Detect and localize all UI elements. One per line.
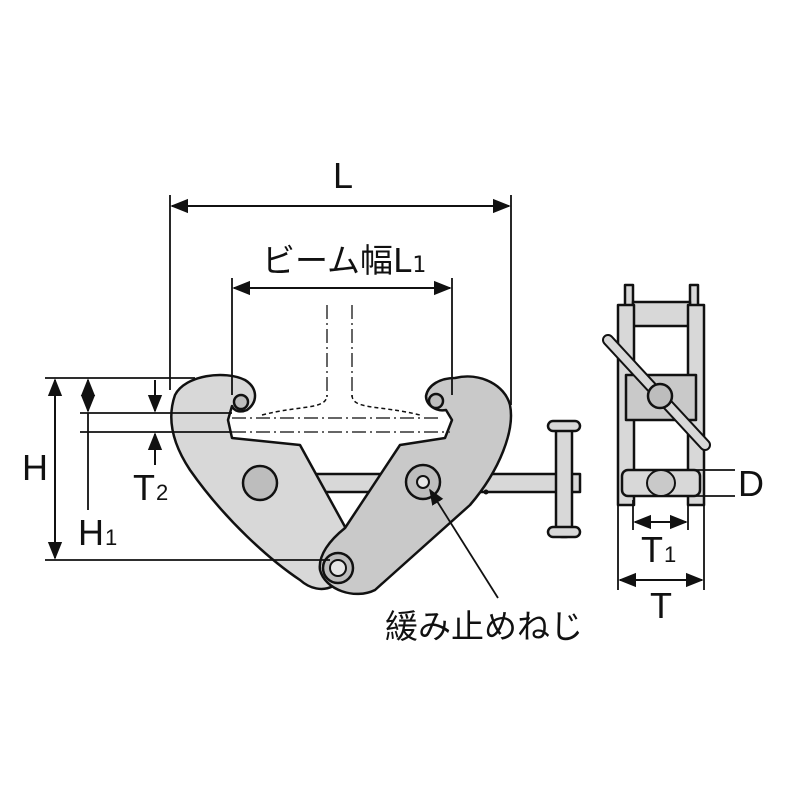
label-T: T [650,585,672,626]
label-T1: T1 [641,529,676,570]
label-beam-width-sub: 1 [412,253,426,278]
rod-pin-dot [483,489,489,495]
side-view: D T1 T [602,283,764,626]
label-T2-sub: 2 [156,480,168,505]
side-rod-nut [646,382,674,410]
label-T1-main: T [641,529,663,570]
side-center-block [624,373,698,422]
label-L: L [333,155,353,196]
side-top-bar [631,300,692,328]
label-H1-sub: 1 [105,525,117,550]
rod-handle [554,423,574,539]
label-T2: T2 [133,467,168,508]
label-H1: H1 [78,512,117,553]
right-jaw-pin [427,392,445,410]
label-loosening-screw: 緩み止めねじ [385,607,583,646]
label-T1-sub: 1 [664,542,676,567]
left-jaw-pin [232,393,250,411]
label-beam-width: ビーム幅L1 [262,241,426,280]
label-H1-main: H [78,512,104,553]
label-T2-main: T [133,467,155,508]
label-H: H [22,447,48,488]
side-pin-collar [646,469,676,497]
label-beam-width-text: ビーム幅L [262,241,412,280]
rod-handle-cap-top [546,419,582,433]
flange-web-fillet-right [351,394,421,416]
pivot-pin-inner [329,559,347,577]
rod-handle-cap-bottom [546,525,582,539]
left-jaw-hole [241,464,279,502]
flange-web-fillet-left [261,394,328,416]
front-view: L ビーム幅L1 H H1 T2 緩み止めねじ [22,155,583,646]
loosening-screw-leader [429,488,499,599]
loosening-screw-slot [416,475,430,489]
label-D: D [738,463,764,504]
